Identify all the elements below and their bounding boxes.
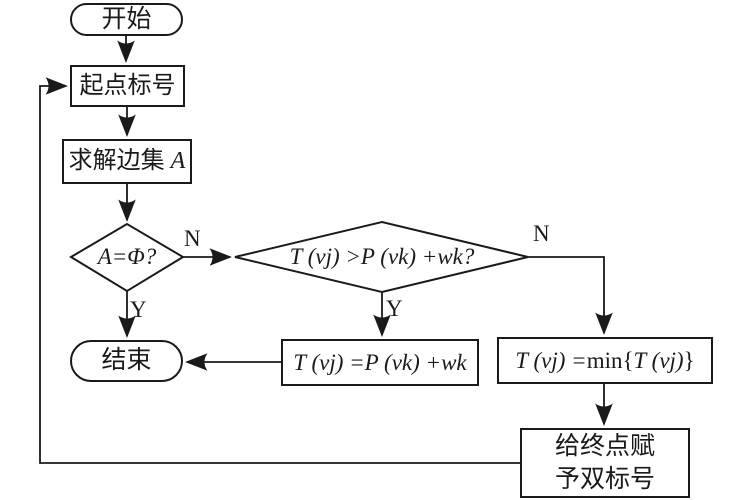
double-label-line1: 给终点赋 [554, 433, 655, 460]
assign-min-open: { [622, 347, 634, 373]
edge-loop-back-to-labelstart [39, 77, 520, 464]
solve-edge-set-node: 求解边集 A [62, 139, 192, 184]
branch-label-compare-yes: Y [386, 296, 403, 321]
decision-empty-text: A=Φ? [97, 244, 157, 269]
assign-min-close: } [683, 347, 695, 373]
assign-t-text: T (vj) =P (vk) +wk [293, 349, 467, 375]
branch-label-empty-yes: Y [130, 297, 147, 322]
assign-min-p1: T (vj) = [515, 347, 587, 373]
decision-compare-label: T (vj) >P (vk) +wk? [265, 240, 499, 274]
double-label-lines: 给终点赋 予双标号 [555, 430, 655, 496]
assign-min-p4: T (vj) [633, 347, 684, 373]
solve-edge-set-text: 求解边集 [68, 148, 165, 175]
end-label: 结束 [101, 347, 152, 374]
start-label: 开始 [101, 5, 152, 33]
assign-t-node: T (vj) =P (vk) +wk [281, 339, 479, 386]
end-node: 结束 [70, 340, 183, 382]
edge-compare-no-to-assign-min [528, 256, 613, 335]
start-node: 开始 [70, 3, 183, 36]
branch-label-empty-no: N [184, 226, 201, 251]
label-start-point-text: 起点标号 [79, 72, 176, 99]
assign-min-fn: min [586, 347, 623, 373]
double-label-line2: 予双标号 [554, 466, 655, 493]
solve-edge-set-var: A [170, 148, 186, 175]
label-start-point-node: 起点标号 [70, 65, 185, 107]
decision-empty-label: A=Φ? [81, 240, 173, 274]
assign-min-node: T (vj) =min {T (vj) } [497, 337, 713, 384]
double-label-node: 给终点赋 予双标号 [520, 428, 690, 498]
decision-compare-text: T (vj) >P (vk) +wk? [289, 244, 475, 269]
branch-label-compare-no: N [533, 221, 550, 246]
